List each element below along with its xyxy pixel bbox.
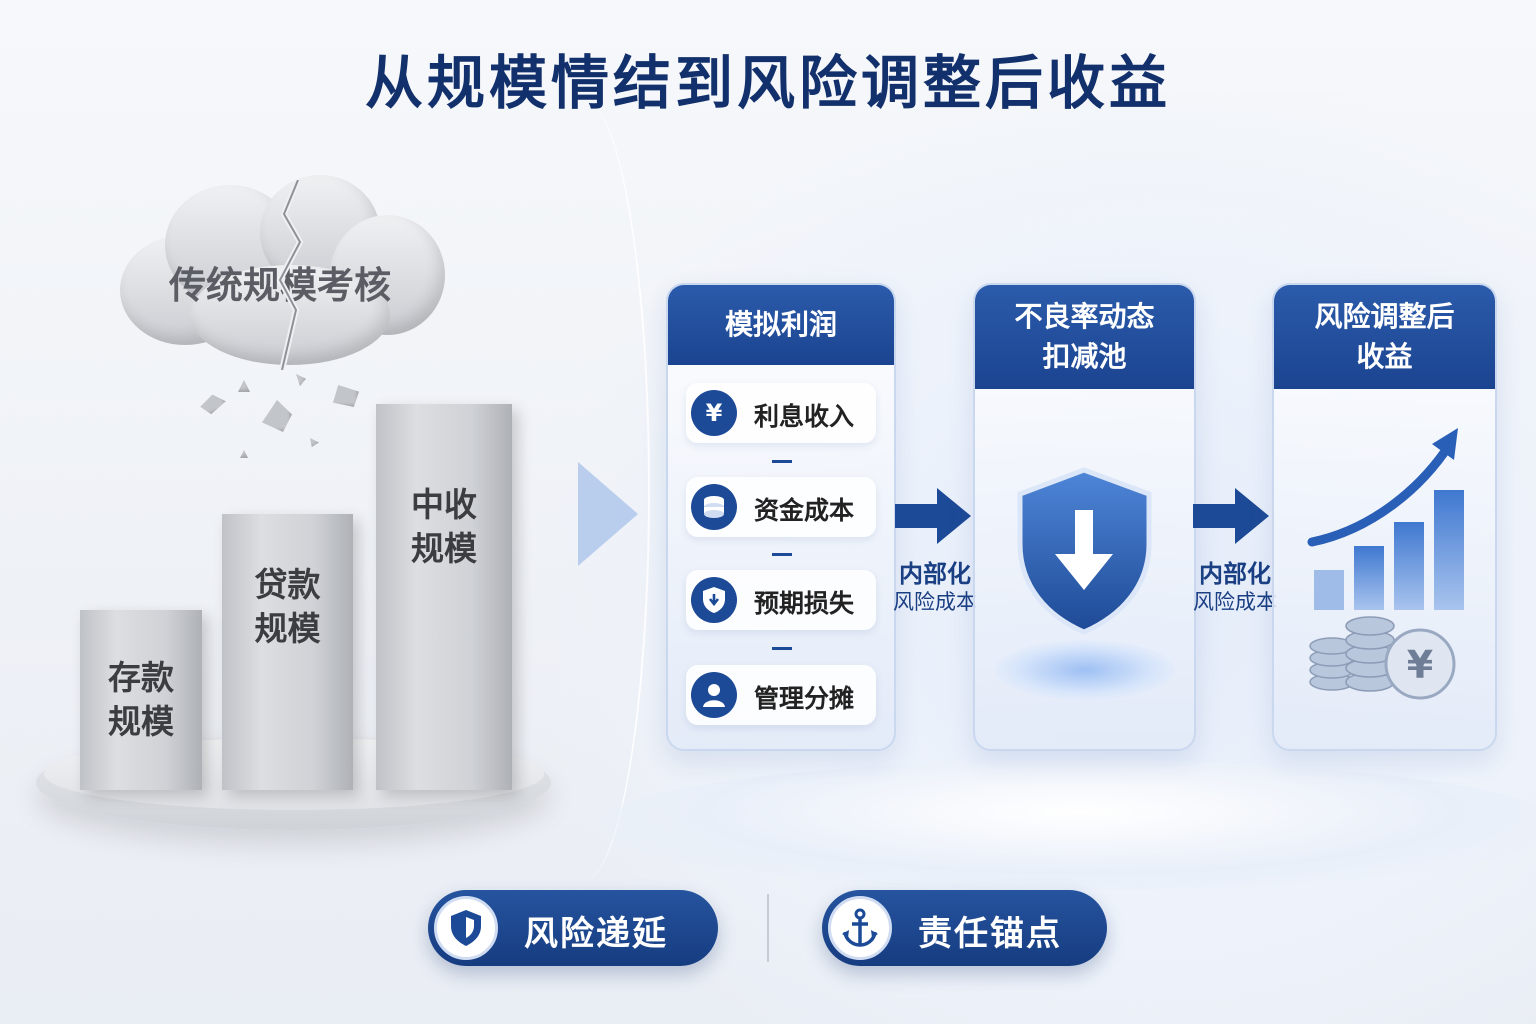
item-label: 资金成本 (754, 496, 855, 525)
pillar-label-line1: 存款 (108, 658, 174, 697)
growth-chart-icon: ¥ (1307, 428, 1464, 700)
minus-operator (772, 647, 792, 650)
item-label: 管理分摊 (754, 684, 855, 713)
link-label-line2: 风险成本 (893, 590, 977, 614)
link-label-line2: 风险成本 (1193, 590, 1277, 614)
pillar-label-line2: 规模 (411, 529, 477, 568)
item-management-allocation: 管理分摊 (686, 665, 876, 725)
card-header: 模拟利润 (668, 285, 894, 365)
pillar-label-line2: 规模 (254, 609, 321, 648)
rubble-shard (262, 400, 292, 432)
item-label: 利息收入 (754, 402, 855, 431)
rubble-shard (240, 450, 248, 458)
card-simulated-profit: 模拟利润 ¥ 利息收入 资金成本 预期损失 管理分摊 (666, 283, 896, 751)
page-title: 从规模情结到风险调整后收益 (364, 49, 1171, 117)
item-expected-loss: 预期损失 (686, 570, 876, 630)
card-title-line1: 风险调整后 (1314, 300, 1455, 333)
item-interest-income: ¥ 利息收入 (686, 383, 876, 443)
badge-label: 责任锚点 (918, 914, 1062, 954)
shield-icon (434, 896, 498, 960)
arrow-right-icon (1193, 488, 1269, 544)
transition-arrow (578, 462, 638, 566)
yen-icon: ¥ (691, 390, 737, 436)
rubble-shard (310, 438, 319, 447)
item-label: 预期损失 (754, 589, 855, 618)
shield-down-icon (691, 577, 737, 623)
rubble-shard (238, 380, 250, 392)
rubble-shard (333, 385, 359, 407)
card-title: 模拟利润 (724, 308, 837, 341)
arrow-right-icon (895, 488, 971, 544)
divider-curve (540, 100, 650, 880)
legacy-cloud: 传统规模考核 (110, 175, 450, 375)
shield-platform (995, 640, 1175, 700)
link-label-internalize-1: 内部化 风险成本 (890, 560, 980, 616)
pillar-label-line1: 贷款 (254, 565, 321, 604)
person-icon (691, 672, 737, 718)
link-label-line1: 内部化 (899, 560, 971, 588)
badge-divider (767, 894, 769, 962)
pillar-loan-scale: 贷款规模 (222, 514, 353, 790)
minus-operator (772, 553, 792, 556)
card-title-line2: 扣减池 (1042, 340, 1127, 373)
framework-stage (600, 760, 1536, 890)
coin-stack-icon (691, 484, 737, 530)
rubble-shard (198, 391, 229, 417)
pillar-deposit-scale: 存款规模 (80, 610, 202, 790)
pillar-fee-income-scale: 中收规模 (376, 404, 512, 790)
card-title-line2: 收益 (1356, 340, 1413, 373)
shield-down-icon (1017, 467, 1152, 635)
rubble-shard (296, 374, 306, 386)
link-label-internalize-2: 内部化 风险成本 (1190, 560, 1280, 616)
item-funding-cost: 资金成本 (686, 477, 876, 537)
badge-risk-deferral: 风险递延 (428, 890, 718, 966)
card-header: 风险调整后 收益 (1274, 285, 1495, 389)
minus-operator (772, 460, 792, 463)
pillar-label-line2: 规模 (108, 702, 174, 741)
card-title-line1: 不良率动态 (1014, 300, 1155, 333)
pillar-label-line1: 中收 (411, 485, 477, 524)
cloud-crack (276, 180, 304, 370)
svg-text:¥: ¥ (1407, 643, 1433, 687)
card-header: 不良率动态 扣减池 (975, 285, 1194, 389)
anchor-icon (828, 896, 892, 960)
badge-label: 风险递延 (524, 914, 668, 954)
badge-accountability-anchor: 责任锚点 (822, 890, 1107, 966)
link-label-line1: 内部化 (1199, 560, 1271, 588)
